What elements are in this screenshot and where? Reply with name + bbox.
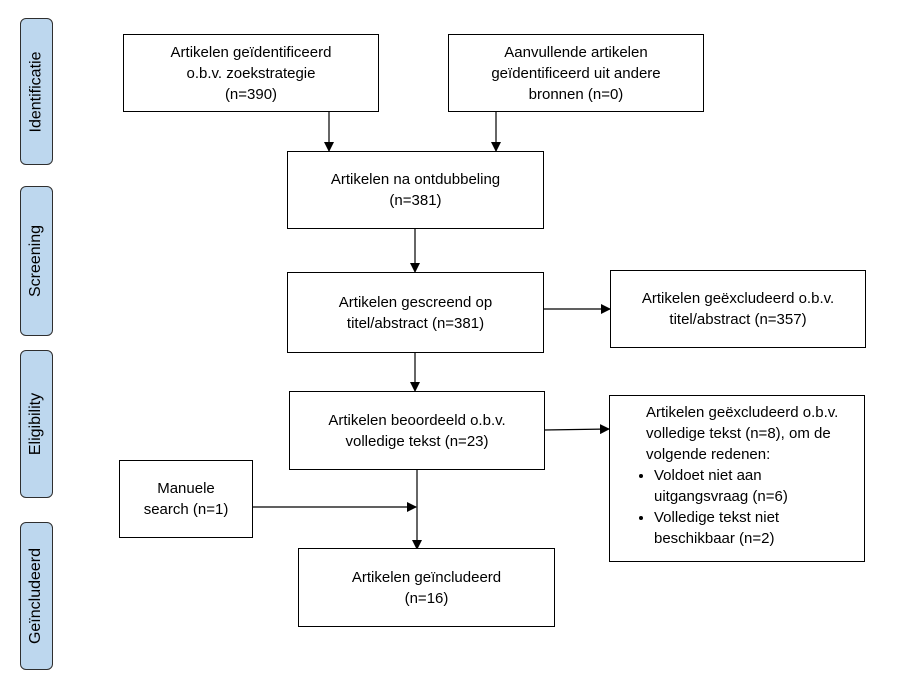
box-screened: Artikelen gescreend op titel/abstract (n…: [287, 272, 544, 353]
box-excluded-title-abstract: Artikelen geëxcludeerd o.b.v. titel/abst…: [610, 270, 866, 348]
stage-label-eligibility: Eligibility: [20, 350, 53, 498]
box-identified-other: Aanvullende artikelen geïdentificeerd ui…: [448, 34, 704, 112]
box-included-text: Artikelen geïncludeerd (n=16): [351, 568, 502, 607]
arrow-assessed-to-excluded: [543, 424, 610, 435]
box-after-dedup-text: Artikelen na ontdubbeling (n=381): [330, 171, 501, 209]
stage-label-screening: Screening: [20, 186, 53, 336]
box-assessed-fulltext-text: Artikelen beoordeeld o.b.v. volledige te…: [328, 411, 506, 450]
box-screened-text: Artikelen gescreend op titel/abstract (n…: [338, 293, 493, 332]
excluded-fulltext-reasons: Voldoet niet aan uitgangsvraag (n=6) Vol…: [632, 465, 856, 549]
excluded-fulltext-intro: Artikelen geëxcludeerd o.b.v. volledige …: [646, 404, 839, 463]
excluded-fulltext-reason: Volledige tekst niet beschikbaar (n=2): [654, 507, 856, 549]
box-after-dedup: Artikelen na ontdubbeling (n=381): [287, 151, 544, 229]
box-excluded-fulltext: Artikelen geëxcludeerd o.b.v. volledige …: [609, 395, 865, 562]
box-manual-search: Manuele search (n=1): [119, 460, 253, 538]
box-identified-search: Artikelen geïdentificeerd o.b.v. zoekstr…: [123, 34, 379, 112]
box-included: Artikelen geïncludeerd (n=16): [298, 548, 555, 627]
stage-label-identification: Identificatie: [20, 18, 53, 165]
box-manual-search-text: Manuele search (n=1): [143, 480, 229, 518]
stage-label-included: Geïncludeerd: [20, 522, 53, 670]
box-identified-other-text: Aanvullende artikelen geïdentificeerd ui…: [491, 43, 661, 103]
excluded-fulltext-reason: Voldoet niet aan uitgangsvraag (n=6): [654, 465, 856, 507]
box-excluded-title-abstract-text: Artikelen geëxcludeerd o.b.v. titel/abst…: [641, 290, 835, 328]
box-identified-search-text: Artikelen geïdentificeerd o.b.v. zoekstr…: [170, 43, 332, 103]
box-assessed-fulltext: Artikelen beoordeeld o.b.v. volledige te…: [289, 391, 545, 470]
